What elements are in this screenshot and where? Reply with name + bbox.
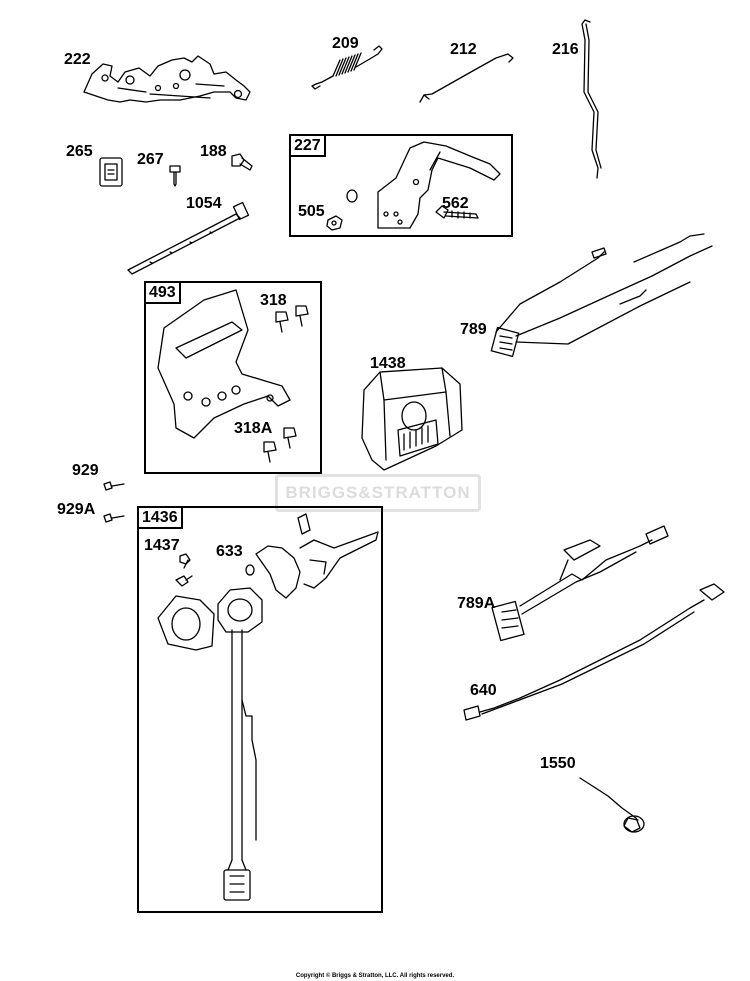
part-789-harness-drawing	[490, 233, 713, 358]
part-265-clip-drawing	[99, 157, 123, 187]
part-label-216: 216	[552, 41, 579, 58]
part-label-188: 188	[200, 143, 227, 160]
part-222-bracket-drawing	[83, 55, 251, 103]
part-1054-cable-tie-drawing	[127, 201, 250, 275]
part-label-929: 929	[72, 462, 99, 479]
part-label-789A: 789A	[457, 595, 496, 612]
assembly-box-227: 227	[289, 134, 513, 237]
assembly-label-493: 493	[144, 281, 181, 304]
part-1438-module-drawing	[361, 367, 463, 471]
part-929A-screw-drawing	[103, 513, 125, 523]
part-label-318A: 318A	[234, 420, 273, 437]
part-label-640: 640	[470, 682, 497, 699]
part-label-929A: 929A	[57, 501, 96, 518]
part-label-1437: 1437	[144, 537, 180, 554]
part-label-562: 562	[442, 195, 469, 212]
part-label-212: 212	[450, 41, 477, 58]
part-1436-ignition-switch-drawing	[157, 587, 263, 901]
part-640-wire-drawing	[463, 583, 725, 721]
part-929-screw-drawing	[103, 481, 125, 491]
part-label-505: 505	[298, 203, 325, 220]
part-label-222: 222	[64, 51, 91, 68]
assembly-box-1436: 1436	[137, 506, 383, 913]
part-209-spring-drawing	[311, 45, 383, 90]
part-label-318: 318	[260, 292, 287, 309]
part-493-bracket-drawing	[157, 289, 291, 439]
part-label-267: 267	[137, 151, 164, 168]
part-label-265: 265	[66, 143, 93, 160]
part-318-screw-drawing	[275, 305, 309, 333]
part-label-1054: 1054	[186, 195, 222, 212]
part-633-switch-drawing	[245, 513, 379, 599]
part-label-789: 789	[460, 321, 487, 338]
part-label-633: 633	[216, 543, 243, 560]
assembly-label-1436: 1436	[137, 506, 183, 529]
part-212-rod-drawing	[419, 53, 514, 103]
part-318A-screw-drawing	[263, 427, 297, 463]
part-505-washer-drawing	[326, 189, 358, 231]
assembly-box-493: 493	[144, 281, 322, 474]
part-789A-harness-drawing	[491, 525, 669, 642]
part-216-rod-drawing	[581, 19, 602, 179]
part-label-209: 209	[332, 35, 359, 52]
copyright-notice: Copyright © Briggs & Stratton, LLC. All …	[295, 973, 455, 979]
part-1550-pin-drawing	[579, 777, 645, 833]
part-label-1550: 1550	[540, 755, 576, 772]
part-562-screw-drawing	[435, 205, 479, 219]
assembly-label-227: 227	[289, 134, 326, 157]
part-label-1438: 1438	[370, 355, 406, 372]
part-1437-screw-drawing	[175, 553, 193, 587]
brand-watermark: BRIGGS&STRATTON	[275, 474, 481, 512]
part-267-screw-drawing	[169, 165, 181, 187]
part-227-bracket-drawing	[377, 141, 501, 229]
part-188-bolt-drawing	[231, 153, 253, 171]
